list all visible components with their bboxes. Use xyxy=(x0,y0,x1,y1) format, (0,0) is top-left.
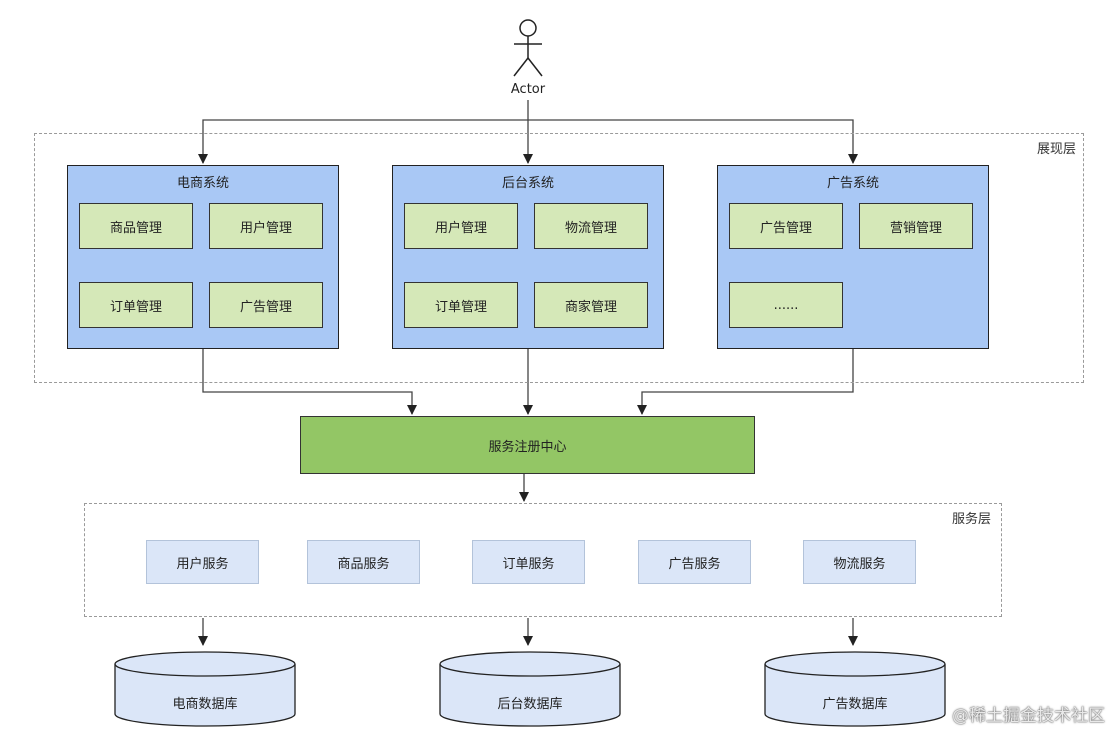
services-to-databases-connectors xyxy=(198,618,858,646)
service-order[interactable]: 订单服务 xyxy=(472,540,585,584)
database-cylinder-2 xyxy=(439,651,621,727)
system-title: 电商系统 xyxy=(176,176,229,191)
database-label-ecommerce: 电商数据库 xyxy=(172,697,238,712)
actor-to-systems-connectors xyxy=(198,100,858,164)
watermark: @稀土掘金技术社区 xyxy=(952,706,1105,726)
module-logistics-management[interactable]: 物流管理 xyxy=(534,203,648,249)
module-order-management[interactable]: 订单管理 xyxy=(404,282,518,328)
database-cylinder-3 xyxy=(764,651,946,727)
system-title: 广告系统 xyxy=(826,176,879,191)
service-product[interactable]: 商品服务 xyxy=(307,540,420,584)
module-more[interactable]: ...... xyxy=(729,282,843,328)
module-ad-management[interactable]: 广告管理 xyxy=(209,282,323,328)
module-user-management[interactable]: 用户管理 xyxy=(404,203,518,249)
module-order-management[interactable]: 订单管理 xyxy=(79,282,193,328)
module-marketing-management[interactable]: 营销管理 xyxy=(859,203,973,249)
system-title: 后台系统 xyxy=(501,176,554,191)
service-logistics[interactable]: 物流服务 xyxy=(803,540,916,584)
database-cylinder-1 xyxy=(114,651,296,727)
database-label-backend: 后台数据库 xyxy=(497,697,563,712)
module-product-management[interactable]: 商品管理 xyxy=(79,203,193,249)
systems-to-registry-connectors xyxy=(202,349,854,415)
presentation-layer-label: 展现层 xyxy=(1037,142,1077,157)
module-user-management[interactable]: 用户管理 xyxy=(209,203,323,249)
service-ad[interactable]: 广告服务 xyxy=(638,540,751,584)
presentation-layer xyxy=(34,133,1084,383)
actor-label: Actor xyxy=(510,82,546,97)
service-registry[interactable]: 服务注册中心 xyxy=(300,416,755,474)
service-user[interactable]: 用户服务 xyxy=(146,540,259,584)
service-layer-label: 服务层 xyxy=(952,512,992,527)
service-layer xyxy=(84,503,1002,617)
module-merchant-management[interactable]: 商家管理 xyxy=(534,282,648,328)
module-ad-management[interactable]: 广告管理 xyxy=(729,203,843,249)
database-label-advertising: 广告数据库 xyxy=(822,697,888,712)
actor-icon xyxy=(513,19,543,77)
